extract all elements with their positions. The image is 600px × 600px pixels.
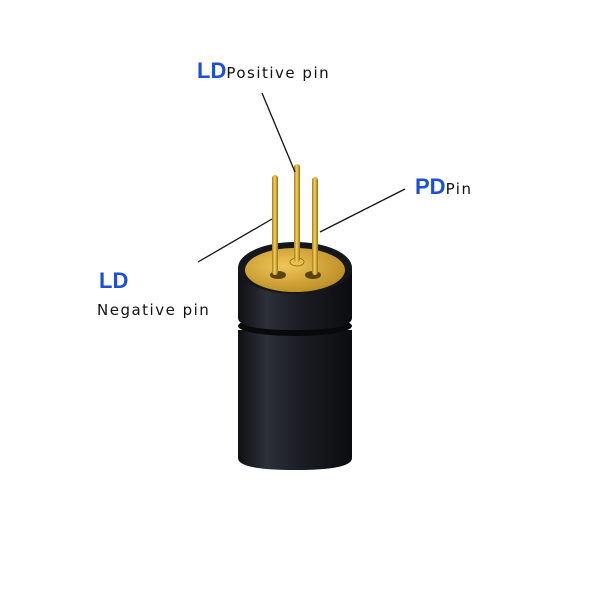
gold-header-face (245, 248, 345, 292)
label-pd: PDPin (415, 174, 473, 199)
label-ld-positive: LDPositive pin (197, 58, 331, 83)
pin-ld-negative (272, 175, 278, 275)
leader-ld-positive (261, 92, 296, 173)
pin-pd (312, 177, 318, 275)
label-ld-negative-prefix: LD (99, 268, 129, 293)
pin-ld-positive (294, 164, 300, 262)
leader-ld-negative (197, 218, 273, 263)
leader-pd (319, 188, 406, 233)
label-ld-negative-text: Negative pin (97, 301, 211, 319)
module-body (238, 330, 352, 470)
